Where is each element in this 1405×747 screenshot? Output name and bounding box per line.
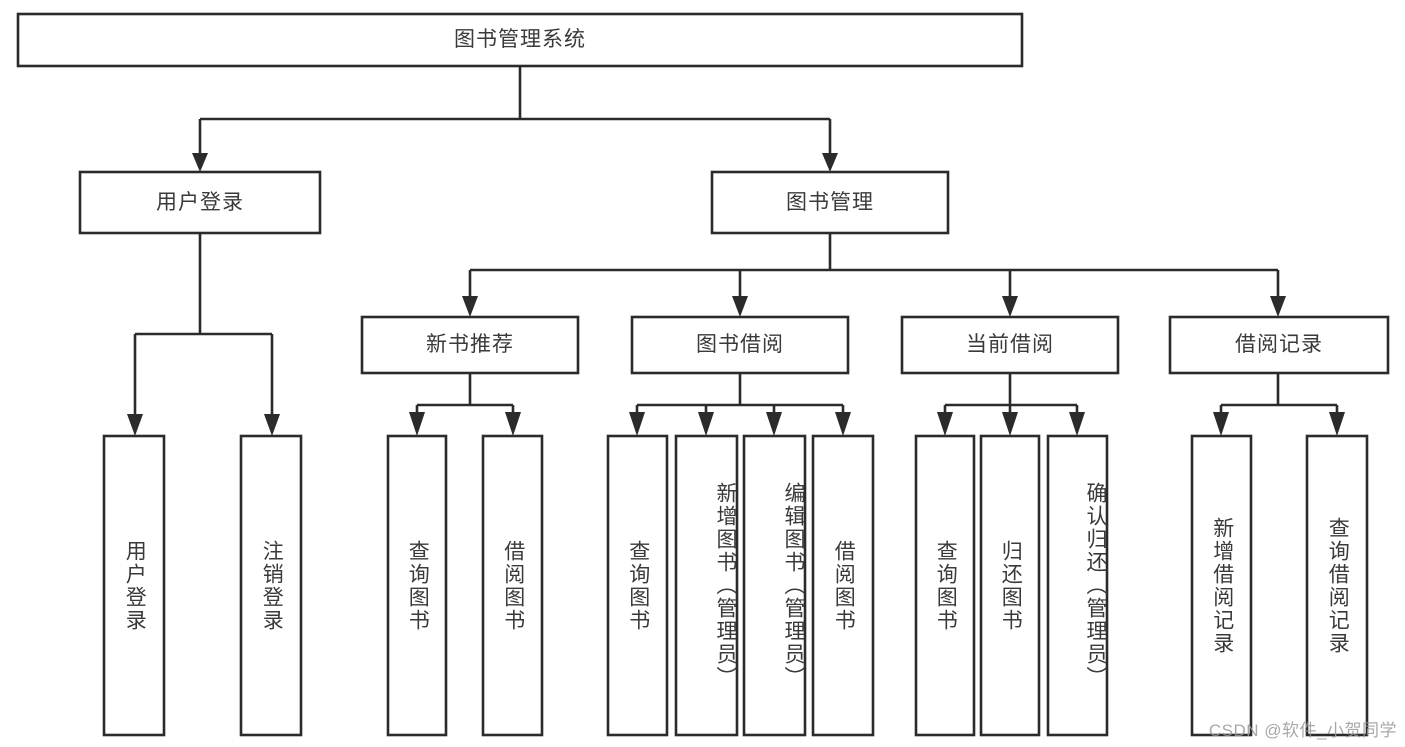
- connector-root-to-level2: [198, 66, 832, 158]
- leaf-box-user-login[interactable]: [102, 434, 166, 737]
- connector-user-login-to-leaves: [133, 233, 274, 420]
- arrowhead-to-current-borrow: [1002, 296, 1018, 317]
- arrowhead-br-leaf-2: [1329, 412, 1345, 436]
- arrowhead-to-user-login: [192, 153, 208, 172]
- arrowhead-bb-leaf-3: [766, 412, 782, 436]
- leaf-box-edit-book-admin[interactable]: [742, 434, 807, 737]
- watermark-text: CSDN @软件_小贺同学: [1208, 721, 1397, 740]
- leaf-box-add-borrow-record[interactable]: [1190, 434, 1253, 737]
- arrowhead-br-leaf-1: [1213, 412, 1229, 436]
- node-new-book-rec-box[interactable]: [360, 315, 580, 375]
- arrowhead-user-login-leaf-1: [127, 414, 143, 436]
- connector-current-borrow-to-leaves: [943, 373, 1079, 418]
- node-borrow-record-box[interactable]: [1168, 315, 1390, 375]
- leaf-box-confirm-return-admin[interactable]: [1046, 434, 1109, 737]
- leaf-box-query-book-bb[interactable]: [606, 434, 669, 737]
- arrowhead-bb-leaf-1: [629, 412, 645, 436]
- arrowhead-cb-leaf-2: [1002, 412, 1018, 436]
- leaf-box-return-book[interactable]: [979, 434, 1041, 737]
- arrowhead-to-book-manage: [822, 153, 838, 172]
- node-book-borrow-box[interactable]: [630, 315, 850, 375]
- arrowhead-bb-leaf-4: [835, 412, 851, 436]
- arrowhead-user-login-leaf-2: [264, 414, 280, 436]
- connector-book-manage-to-level3: [468, 233, 1280, 302]
- leaf-box-query-book-cb[interactable]: [914, 434, 976, 737]
- connector-new-book-rec-to-leaves: [415, 373, 515, 418]
- arrowhead-to-borrow-record: [1270, 296, 1286, 317]
- arrowhead-cb-leaf-3: [1069, 412, 1085, 436]
- node-book-manage-box[interactable]: [710, 170, 950, 235]
- leaf-box-borrow-book-bb[interactable]: [811, 434, 875, 737]
- connector-borrow-record-to-leaves: [1219, 373, 1339, 418]
- leaf-box-query-book-nbr[interactable]: [386, 434, 448, 737]
- arrowhead-to-new-book-rec: [462, 296, 478, 317]
- arrowhead-cb-leaf-1: [937, 412, 953, 436]
- leaf-box-borrow-book-nbr[interactable]: [481, 434, 544, 737]
- leaf-box-add-book-admin[interactable]: [674, 434, 739, 737]
- leaf-box-query-borrow-record[interactable]: [1305, 434, 1369, 737]
- arrowhead-nbr-leaf-1: [409, 412, 425, 436]
- leaf-box-logout[interactable]: [239, 434, 303, 737]
- node-user-login-box[interactable]: [78, 170, 322, 235]
- arrowhead-to-book-borrow: [732, 296, 748, 317]
- node-current-borrow-box[interactable]: [900, 315, 1120, 375]
- arrowhead-bb-leaf-2: [698, 412, 714, 436]
- connector-book-borrow-to-leaves: [635, 373, 845, 418]
- node-root-box[interactable]: [16, 12, 1024, 68]
- arrowhead-nbr-leaf-2: [505, 412, 521, 436]
